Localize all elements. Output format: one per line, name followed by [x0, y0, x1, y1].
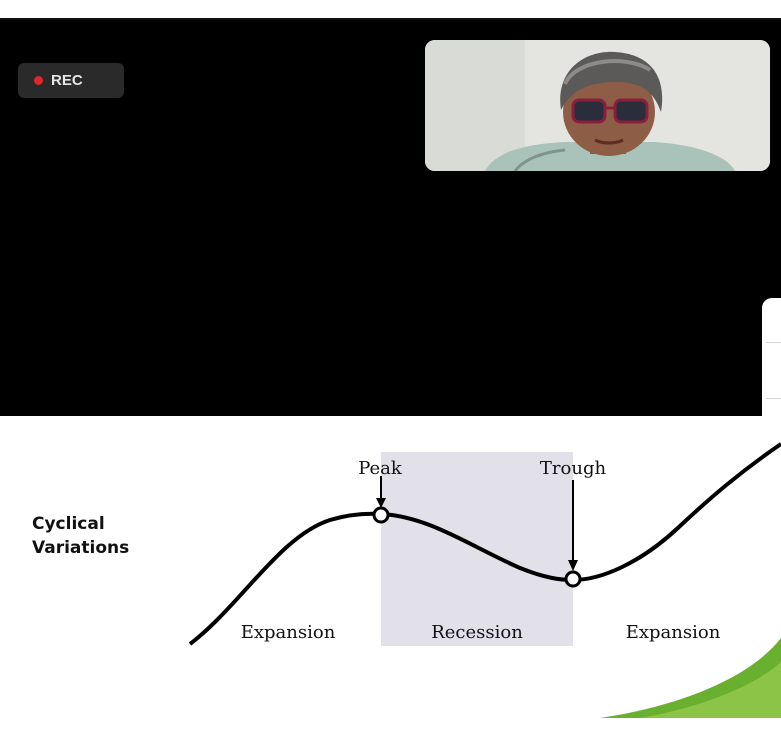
participant-video-icon [425, 40, 770, 171]
expansion-label-1: Expansion [241, 622, 336, 643]
peak-arrow-head-icon [376, 498, 386, 508]
participant-video-tile[interactable] [425, 40, 770, 171]
peak-marker-icon [372, 506, 390, 524]
side-panel-divider [766, 398, 781, 399]
recording-dot-icon [34, 76, 43, 85]
recession-label: Recession [431, 622, 523, 643]
slide-title-line-1: Cyclical [32, 514, 105, 534]
bottom-strip [0, 718, 781, 748]
recording-badge[interactable]: REC [18, 63, 124, 98]
trough-label: Trough [540, 458, 607, 479]
cycle-curve [188, 442, 781, 646]
slide-title: Cyclical Variations [32, 512, 129, 560]
green-swoosh-light [640, 662, 781, 718]
side-panel-divider [766, 342, 781, 343]
trough-arrow-head-icon [568, 560, 578, 571]
top-border [0, 0, 781, 20]
peak-label: Peak [358, 458, 403, 479]
recording-label: REC [51, 72, 83, 89]
expansion-label-2: Expansion [626, 622, 721, 643]
shared-slide: Cyclical Variations Peak Trough Expansio… [0, 416, 781, 718]
slide-title-line-2: Variations [32, 538, 130, 558]
business-cycle-diagram: Peak Trough Expansion Recession Expansio… [188, 442, 781, 718]
trough-marker-icon [564, 570, 582, 588]
